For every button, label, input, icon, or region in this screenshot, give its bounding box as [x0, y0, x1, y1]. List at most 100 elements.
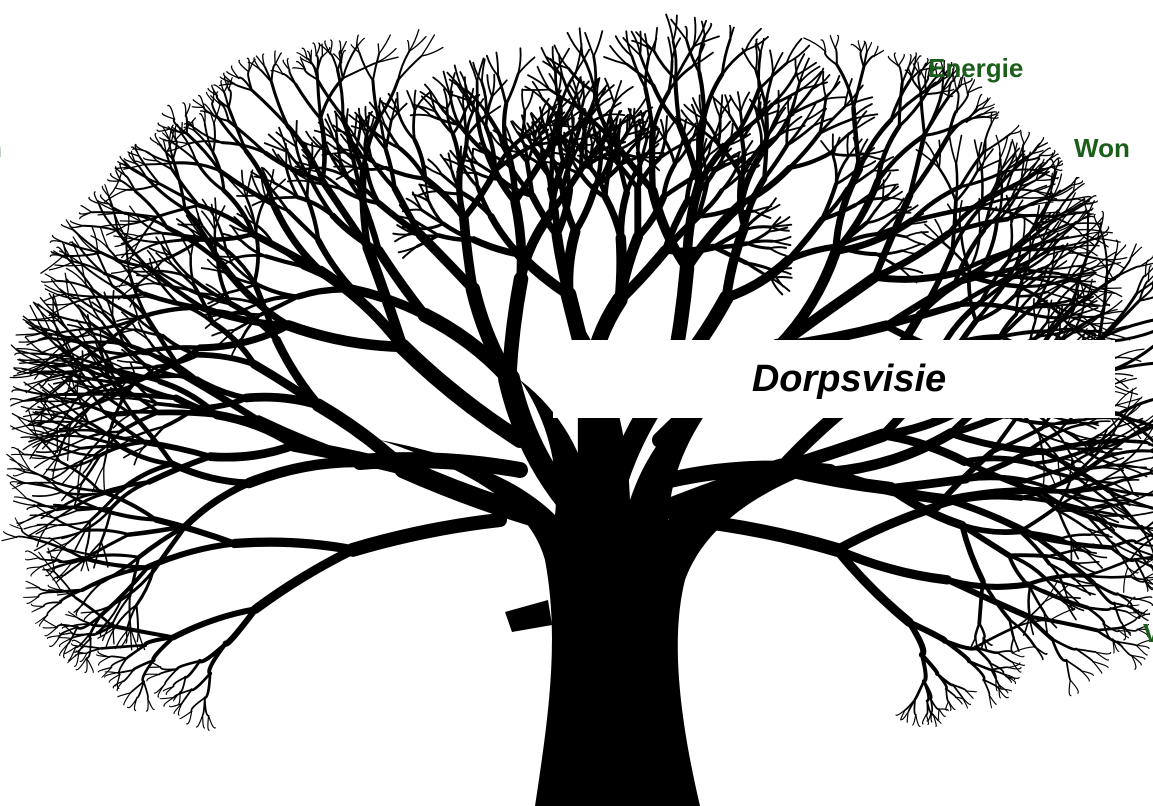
tree-branch — [668, 37, 672, 60]
tree-branch — [899, 83, 902, 127]
tree-branch — [538, 67, 550, 90]
tree-branch — [330, 40, 332, 54]
tree-branch — [203, 698, 205, 715]
tree-branch — [79, 212, 91, 214]
tree-branch — [186, 483, 250, 526]
tree-branch — [997, 653, 1012, 662]
tree-branch — [138, 308, 202, 318]
tree-branch — [795, 59, 799, 83]
tree-branch — [1008, 667, 1021, 669]
tree-branch — [408, 40, 410, 51]
tree-branch — [209, 716, 216, 728]
tree-branch — [975, 623, 979, 638]
tree-branch — [313, 43, 316, 55]
tree-branch — [825, 52, 837, 65]
tree-branch — [1127, 605, 1139, 606]
tree-branch — [773, 241, 791, 245]
tree-branch — [916, 715, 920, 727]
tree-branch — [84, 646, 101, 648]
tree-branch — [81, 612, 92, 613]
tree-branch — [33, 320, 58, 321]
tree-branch — [673, 41, 676, 78]
tree-branch — [353, 520, 500, 550]
topic-label-left-fragment: n — [0, 135, 2, 161]
tree-branch — [654, 28, 657, 51]
tree-branch — [200, 114, 205, 124]
tree-branch — [1069, 680, 1071, 696]
tree-branch — [979, 623, 984, 638]
tree-branch — [1024, 132, 1029, 144]
tree-branch — [227, 72, 239, 79]
tree-branch — [55, 265, 83, 266]
tree-branch — [594, 31, 603, 56]
tree-branch — [1138, 599, 1153, 605]
tree-branch — [146, 442, 211, 456]
tree-branch — [1013, 647, 1036, 653]
tree-branch — [4, 532, 17, 538]
tree-branch — [43, 627, 57, 628]
tree-branch — [38, 422, 72, 423]
tree-branch — [82, 446, 122, 448]
tree-branch — [42, 281, 57, 282]
tree-branch — [835, 48, 837, 65]
tree-branch — [99, 657, 110, 665]
tree-branch — [113, 626, 174, 637]
tree-branch — [741, 93, 750, 113]
tree-branch — [924, 681, 929, 701]
tree-branch — [1021, 132, 1024, 144]
tree-branch — [379, 35, 390, 54]
tree-branch-stub — [505, 600, 552, 632]
tree-branch — [120, 221, 141, 222]
tree-branch — [45, 627, 57, 635]
tree-branch — [902, 244, 921, 251]
tree-branch — [1099, 319, 1153, 339]
tree-branch — [137, 605, 139, 631]
tree-branch — [747, 241, 773, 244]
tree-branch — [1087, 552, 1103, 568]
tree-branch — [130, 596, 131, 628]
tree-branch — [71, 221, 83, 226]
tree-branch — [272, 82, 288, 126]
tree-branch — [1146, 517, 1153, 528]
tree-branch — [770, 50, 773, 73]
title-banner: Dorpsvisie — [553, 340, 1115, 418]
tree-branch — [47, 602, 60, 615]
tree-branch — [411, 115, 432, 116]
tree-branch — [235, 542, 354, 550]
tree-branch — [966, 691, 976, 692]
tree-branch — [14, 373, 28, 376]
tree-branch — [409, 37, 426, 52]
tree-branch — [104, 466, 105, 494]
tree-branch — [1136, 535, 1153, 542]
tree-branch — [665, 139, 675, 164]
tree-branch — [26, 558, 39, 560]
tree-branch — [81, 206, 91, 213]
tree-branch — [192, 674, 211, 690]
tree-branch — [966, 477, 1025, 480]
tree-branch — [1014, 638, 1019, 651]
tree-branch — [923, 715, 927, 724]
tree-branch — [70, 226, 83, 228]
tree-branch — [926, 715, 928, 725]
tree-branch — [254, 234, 258, 283]
tree-branch — [239, 60, 249, 71]
tree-branch — [148, 544, 235, 568]
tree-branch — [883, 180, 884, 201]
tree-branch — [830, 36, 835, 49]
tree-branch — [1100, 211, 1103, 229]
tree-branch — [770, 247, 786, 248]
tree-branch — [757, 120, 761, 146]
tree-branch — [1111, 609, 1129, 613]
tree-branch — [1029, 587, 1030, 614]
tree-branch — [1066, 211, 1087, 212]
tree-branch — [101, 645, 145, 648]
tree-branch — [913, 715, 916, 725]
tree-branch — [652, 132, 653, 191]
tree-branch — [373, 81, 378, 120]
tree-branch — [26, 588, 39, 589]
tree-branch — [861, 41, 865, 51]
tree-branch — [997, 651, 1012, 653]
tree-branch — [1077, 197, 1090, 199]
tree-branch — [747, 244, 770, 249]
